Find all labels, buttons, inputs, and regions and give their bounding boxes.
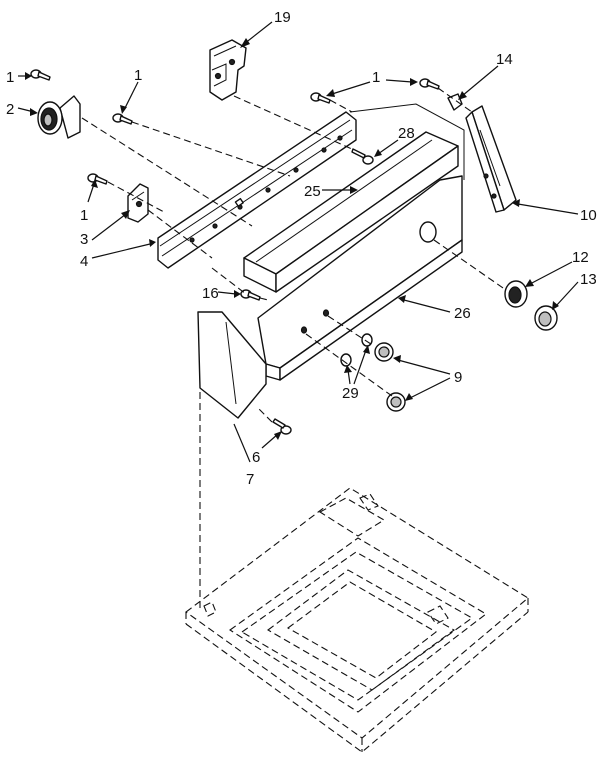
screw-1d: [310, 92, 331, 104]
part-12-knob-ring: [504, 280, 528, 308]
part-3-bracket: [127, 183, 149, 223]
part-19-clip: [209, 39, 247, 101]
part-16-screw: [240, 289, 261, 301]
callout-10: 10: [580, 207, 597, 224]
callout-29: 29: [342, 385, 359, 402]
part-7-end-panel: [197, 311, 267, 419]
callout-9: 9: [454, 369, 462, 386]
callout-13: 13: [580, 271, 597, 288]
part-10-end-cap: [465, 105, 517, 213]
part-9-button-upper: [374, 342, 394, 362]
cabinet-top: [185, 487, 529, 753]
callout-4: 4: [80, 253, 88, 270]
leader-lines: [17, 21, 579, 463]
part-13-knob-cap: [534, 305, 558, 331]
callout-1: 1: [372, 69, 380, 86]
callout-1: 1: [80, 207, 88, 224]
part-26-console-back: [257, 175, 463, 381]
callout-19: 19: [274, 9, 291, 26]
callout-25: 25: [304, 183, 321, 200]
callout-7: 7: [246, 471, 254, 488]
screw-1b: [112, 113, 133, 125]
callout-16: 16: [202, 285, 219, 302]
screw-1a: [30, 69, 51, 81]
part-29-switch-upper: [361, 333, 373, 347]
screw-1c: [87, 173, 108, 185]
part-28-screw: [351, 148, 374, 165]
callout-3: 3: [80, 231, 88, 248]
part-29-switch-lower: [340, 353, 352, 367]
callout-labels: 1 2 1 19 1 14 28 25 10 1 3 4 16 12 13 26…: [6, 9, 597, 488]
callout-28: 28: [398, 125, 415, 142]
callout-26: 26: [454, 305, 471, 322]
part-6-screw: [272, 418, 292, 435]
callout-1: 1: [134, 67, 142, 84]
callout-14: 14: [496, 51, 513, 68]
part-2-knob: [37, 95, 81, 139]
callout-12: 12: [572, 249, 589, 266]
alignment-lines: [81, 87, 507, 612]
part-25-control-panel: [243, 131, 459, 293]
console-top-shell: [349, 103, 465, 180]
callout-1: 1: [6, 69, 14, 86]
callout-2: 2: [6, 101, 14, 118]
screw-1e: [419, 78, 440, 90]
callout-6: 6: [252, 449, 260, 466]
part-4-rail: [157, 111, 357, 269]
part-9-button-lower: [386, 392, 406, 412]
